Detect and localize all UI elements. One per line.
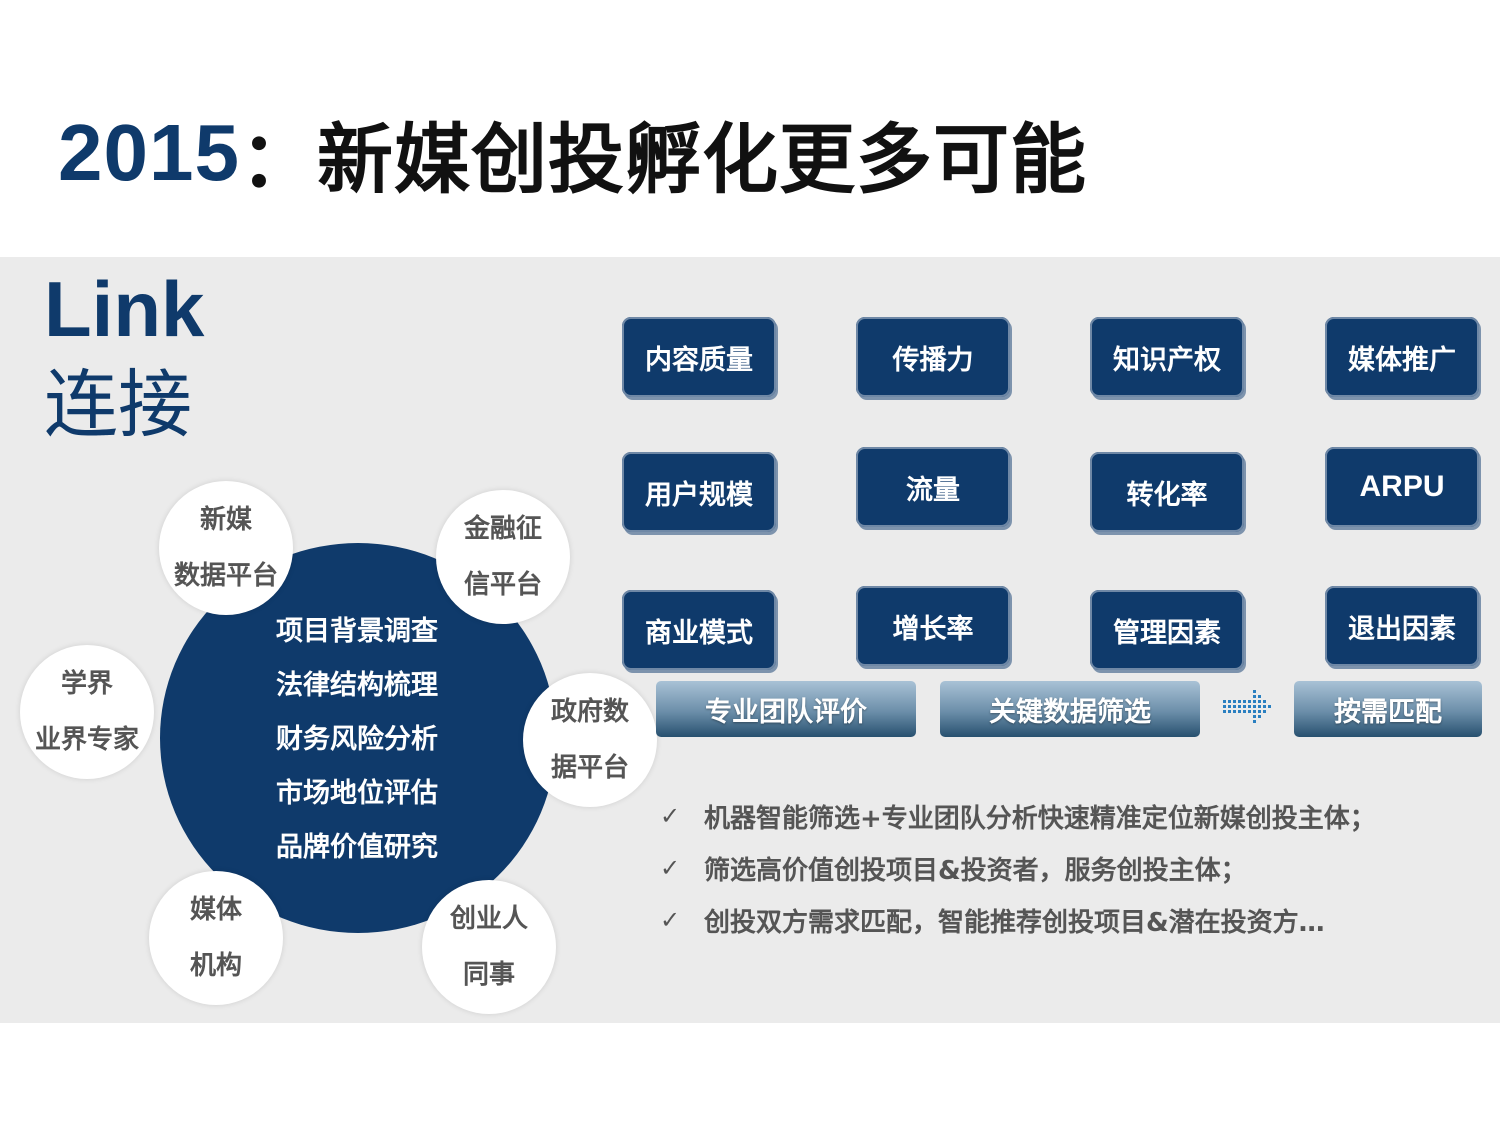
satellite-label: 新媒 <box>199 505 252 535</box>
match-bar: 按需匹配 <box>1294 681 1482 737</box>
center-circle-list: 项目背景调查 法律结构梳理 财务风险分析 市场地位评估 品牌价值研究 <box>276 605 438 875</box>
tile-management: 管理因素 <box>1090 590 1244 670</box>
bullet-item: ✓ 创投双方需求匹配，智能推荐创投项目&潜在投资方… <box>660 894 1376 946</box>
link-heading-en: Link <box>44 265 205 353</box>
satellite-media-org: 媒体 机构 <box>149 871 283 1005</box>
tile-business-model: 商业模式 <box>622 590 776 670</box>
center-item: 财务风险分析 <box>276 724 438 755</box>
satellite-label: 数据平台 <box>173 561 278 591</box>
satellite-credit-platform: 金融征 信平台 <box>436 490 570 624</box>
bullet-text: 创投双方需求匹配，智能推荐创投项目&潜在投资方… <box>704 907 1325 938</box>
tile-content-quality: 内容质量 <box>622 317 776 397</box>
tile-arpu: ARPU <box>1325 447 1479 527</box>
satellite-label: 信平台 <box>463 570 542 600</box>
satellite-label: 业界专家 <box>34 725 139 755</box>
tile-growth: 增长率 <box>856 586 1010 666</box>
team-eval-bar: 专业团队评价 <box>656 681 916 737</box>
satellite-label: 创业人 <box>449 904 528 934</box>
bullet-text: 机器智能筛选+专业团队分析快速精准定位新媒创投主体； <box>704 803 1376 834</box>
check-icon: ✓ <box>660 906 681 934</box>
satellite-label: 据平台 <box>550 753 629 783</box>
satellite-label: 金融征 <box>463 514 542 544</box>
title-year: 2015 <box>58 108 240 197</box>
bullet-item: ✓ 筛选高价值创投项目&投资者，服务创投主体； <box>660 842 1376 894</box>
center-item: 项目背景调查 <box>276 616 438 647</box>
data-filter-bar: 关键数据筛选 <box>940 681 1200 737</box>
bullet-item: ✓ 机器智能筛选+专业团队分析快速精准定位新媒创投主体； <box>660 790 1376 842</box>
satellite-experts: 学界 业界专家 <box>20 645 154 779</box>
dotted-right-arrow-icon <box>1223 690 1271 723</box>
check-icon: ✓ <box>660 854 681 882</box>
satellite-label: 学界 <box>60 669 113 699</box>
bullet-list: ✓ 机器智能筛选+专业团队分析快速精准定位新媒创投主体； ✓ 筛选高价值创投项目… <box>660 790 1376 946</box>
satellite-government-data: 政府数 据平台 <box>523 673 657 807</box>
satellite-label: 机构 <box>189 951 242 981</box>
tile-reach: 传播力 <box>856 317 1010 397</box>
title-text: ：新媒创投孵化更多可能 <box>239 115 1087 204</box>
check-icon: ✓ <box>660 802 681 830</box>
satellite-entrepreneurs: 创业人 同事 <box>422 880 556 1014</box>
tile-exit: 退出因素 <box>1325 586 1479 666</box>
link-heading-cn: 连接 <box>44 362 192 448</box>
satellite-label: 媒体 <box>189 895 242 925</box>
satellite-new-media-data: 新媒 数据平台 <box>159 481 293 615</box>
satellite-label: 同事 <box>462 960 515 990</box>
center-item: 品牌价值研究 <box>276 832 438 863</box>
tile-ip: 知识产权 <box>1090 317 1244 397</box>
center-item: 市场地位评估 <box>276 778 438 809</box>
satellite-label: 政府数 <box>550 697 629 727</box>
center-item: 法律结构梳理 <box>276 670 438 701</box>
tile-conversion: 转化率 <box>1090 452 1244 532</box>
tile-media-promotion: 媒体推广 <box>1325 317 1479 397</box>
tile-user-scale: 用户规模 <box>622 452 776 532</box>
page-title: 2015 ：新媒创投孵化更多可能 <box>58 98 1087 208</box>
tile-traffic: 流量 <box>856 447 1010 527</box>
bullet-text: 筛选高价值创投项目&投资者，服务创投主体； <box>704 855 1247 886</box>
